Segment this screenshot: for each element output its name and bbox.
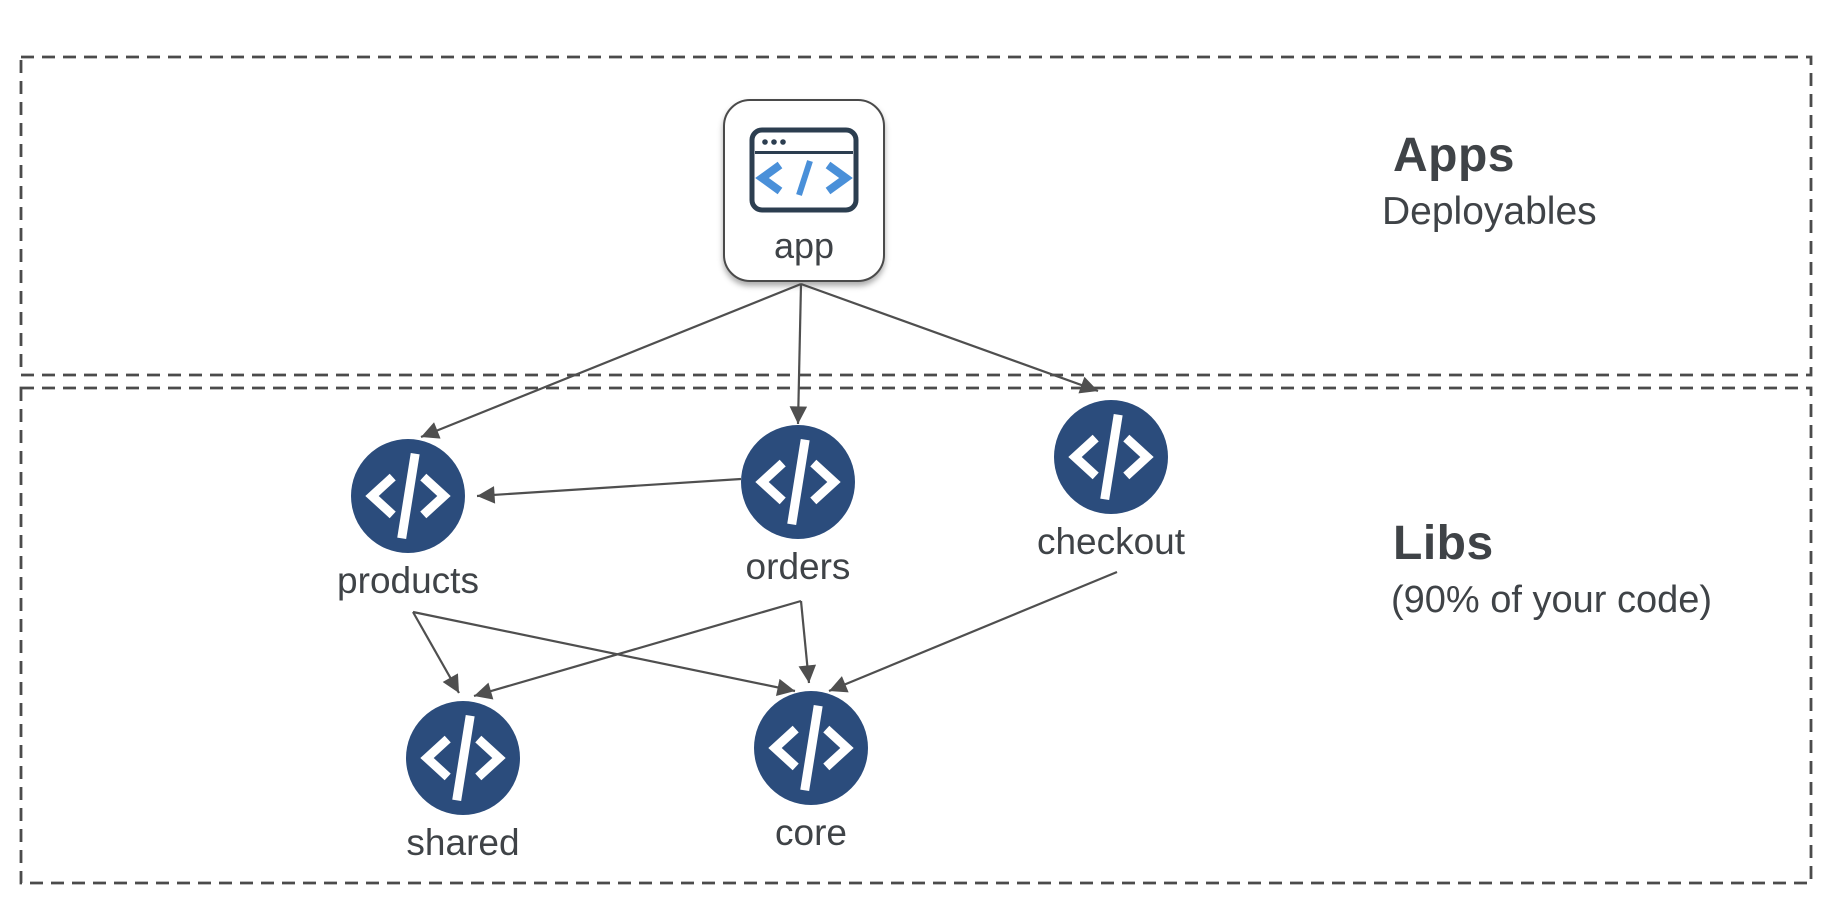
apps-section-label: Apps Deployables bbox=[1382, 129, 1597, 233]
node-core-label: core bbox=[775, 812, 847, 853]
node-products-circle bbox=[351, 439, 465, 553]
libs-section-box bbox=[19, 386, 1813, 885]
node-products-label: products bbox=[337, 560, 479, 601]
node-app: app bbox=[723, 99, 885, 282]
libs-section-subtitle: (90% of your code) bbox=[1391, 579, 1713, 621]
edge-products-to-shared bbox=[412, 611, 460, 694]
node-checkout-label: checkout bbox=[1036, 521, 1186, 562]
code-icon bbox=[420, 714, 506, 802]
libs-section-label: Libs (90% of your code) bbox=[1382, 517, 1713, 621]
node-app-label: app bbox=[773, 225, 835, 266]
node-orders-circle bbox=[741, 425, 855, 539]
apps-section-title: Apps bbox=[1393, 129, 1515, 182]
node-shared-circle bbox=[406, 701, 520, 815]
browser-code-icon bbox=[749, 127, 859, 213]
code-icon bbox=[1068, 413, 1154, 501]
node-checkout-circle bbox=[1054, 400, 1168, 514]
apps-section-subtitle: Deployables bbox=[1382, 190, 1597, 233]
node-shared-label: shared bbox=[406, 822, 520, 863]
code-icon bbox=[768, 704, 854, 792]
edge-orders-to-products bbox=[476, 477, 742, 504]
edge-app-to-products bbox=[420, 282, 802, 439]
edge-orders-to-shared bbox=[473, 599, 802, 700]
libs-section-title: Libs bbox=[1393, 517, 1494, 570]
node-core-circle bbox=[754, 691, 868, 805]
edge-orders-to-core bbox=[798, 600, 817, 684]
edge-app-to-checkout bbox=[800, 282, 1099, 394]
edge-app-to-orders bbox=[789, 283, 808, 425]
edge-products-to-core bbox=[412, 610, 796, 697]
code-icon bbox=[365, 452, 451, 540]
code-icon bbox=[755, 438, 841, 526]
edge-checkout-to-core bbox=[828, 570, 1118, 693]
apps-section-box bbox=[19, 55, 1813, 377]
node-orders-label: orders bbox=[745, 546, 851, 587]
